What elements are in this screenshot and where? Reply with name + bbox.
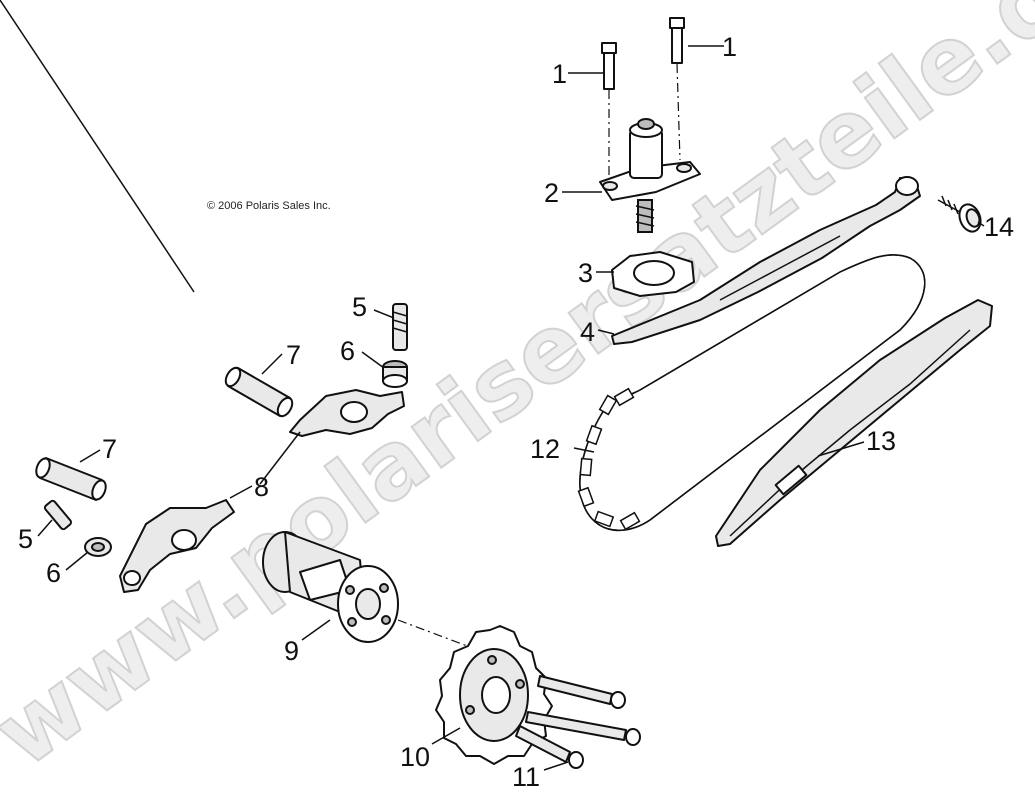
cam-sprocket-part-10 — [435, 625, 553, 765]
callout-6-upper: 6 — [340, 336, 355, 366]
callout-12: 12 — [530, 434, 560, 464]
leader-camshaft-axis — [397, 619, 479, 651]
rocker-arm-part-8-lower — [119, 499, 235, 593]
cam-chain-part-12 — [577, 254, 926, 531]
adjuster-screw-part-5-lower — [43, 499, 73, 531]
leader-lines — [37, 45, 985, 771]
callout-1-left: 1 — [552, 59, 567, 89]
callout-6-lower: 6 — [46, 558, 61, 588]
tensioner-guide-part-4 — [611, 176, 921, 345]
rocker-shaft-part-7-upper — [224, 366, 294, 418]
callout-13: 13 — [866, 426, 896, 456]
callout-11: 11 — [512, 762, 540, 792]
bolt-part-1-right — [669, 17, 685, 64]
sprocket-bolt-part-11 — [515, 675, 641, 769]
rocker-arm-part-8-upper — [289, 389, 405, 437]
callout-1-right: 1 — [722, 32, 737, 62]
chain-tensioner-part-2 — [599, 118, 701, 233]
callout-5-upper: 5 — [352, 292, 367, 322]
callout-10: 10 — [400, 742, 430, 772]
nut-part-6-upper — [382, 360, 408, 388]
callout-3: 3 — [578, 258, 593, 288]
callout-9: 9 — [284, 636, 299, 666]
adjuster-screw-part-5-upper — [392, 303, 408, 351]
callout-7-upper: 7 — [286, 340, 301, 370]
callout-4: 4 — [580, 317, 595, 347]
rocker-shaft-part-7-lower — [35, 457, 107, 501]
guide-bolt-part-14 — [937, 195, 982, 233]
nut-part-6-lower — [84, 537, 112, 557]
gasket-part-3 — [611, 251, 695, 297]
chain-guide-part-13 — [715, 299, 993, 547]
bolt-part-1-left — [601, 42, 617, 90]
copyright-text: © 2006 Polaris Sales Inc. — [207, 200, 331, 212]
callout-5-lower: 5 — [18, 524, 33, 554]
callout-7-lower: 7 — [102, 434, 117, 464]
callout-14: 14 — [984, 212, 1014, 242]
callout-8: 8 — [254, 472, 269, 502]
leader-bolt-right — [676, 63, 681, 161]
callout-2: 2 — [544, 178, 559, 208]
camshaft-part-9 — [262, 531, 399, 643]
